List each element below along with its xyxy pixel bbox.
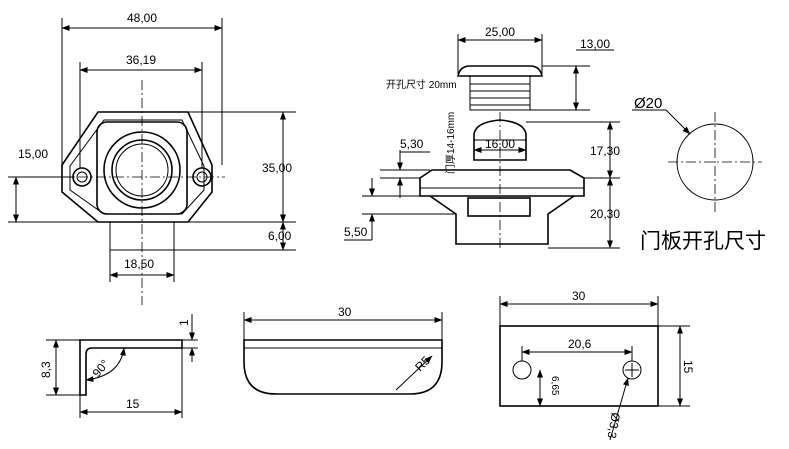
dim-cap-height: 13,00 [580, 37, 610, 51]
cutout-view: Ø20 门板开孔尺寸 [632, 95, 766, 253]
bracket-length: 15 [126, 397, 140, 411]
mount-hole-offset: 6,65 [549, 376, 560, 396]
dim-bottom-offset: 6,00 [268, 229, 292, 243]
dim-stem-width: 18,50 [124, 257, 154, 271]
dim-upper-height: 17,30 [590, 144, 620, 158]
bracket-thickness: 1 [177, 319, 191, 326]
mount-height: 15 [681, 360, 695, 374]
side-view: 25,00 13,00 开孔尺寸 20mm 门厚14-16mm 16,00 5 [344, 25, 620, 250]
dim-top-offset: 5,30 [400, 137, 424, 151]
dim-side-offset: 15,00 [18, 147, 48, 161]
mount-view: 30 20,6 6,65 15 Ø3,3 [499, 289, 695, 441]
top-view: 48,00 36,19 35,00 15,00 6,00 18,50 [8, 11, 296, 305]
cutout-caption: 门板开孔尺寸 [640, 230, 766, 253]
dim-cap-width: 25,00 [485, 25, 515, 39]
cutout-diameter: Ø20 [634, 95, 662, 112]
mount-hole-diameter: Ø3,3 [604, 411, 622, 439]
dim-lower-height: 20,30 [590, 207, 620, 221]
plate-view: 30 R5 [243, 305, 443, 395]
dim-button-width: 16,00 [485, 137, 515, 151]
plate-profile [243, 339, 443, 395]
dim-width-overall: 48,00 [127, 11, 157, 25]
mount-width: 30 [572, 289, 586, 303]
mount-hole-spacing: 20,6 [568, 337, 592, 351]
bracket-height: 8,3 [39, 361, 53, 378]
hex-flange-inner [69, 119, 205, 215]
cap-top [457, 65, 543, 77]
bracket-view: 90° 8,3 15 1 [39, 314, 198, 418]
lower-body [429, 195, 575, 245]
plate-length: 30 [338, 305, 352, 319]
mount-plate [499, 325, 659, 407]
dim-width-body: 36,19 [126, 53, 156, 67]
flange [419, 169, 585, 197]
hole-size-note: 开孔尺寸 20mm [386, 78, 457, 91]
bracket-angle: 90° [90, 357, 113, 380]
dim-height-body: 35,00 [262, 161, 292, 175]
mount-hole-left [512, 360, 532, 380]
plate-radius: R5 [412, 353, 433, 374]
latch-tongue [467, 197, 531, 217]
cap-shank [469, 75, 531, 111]
dim-bottom-offset-side: 5,50 [344, 225, 368, 239]
door-thickness-note: 门厚14-16mm [444, 112, 457, 174]
